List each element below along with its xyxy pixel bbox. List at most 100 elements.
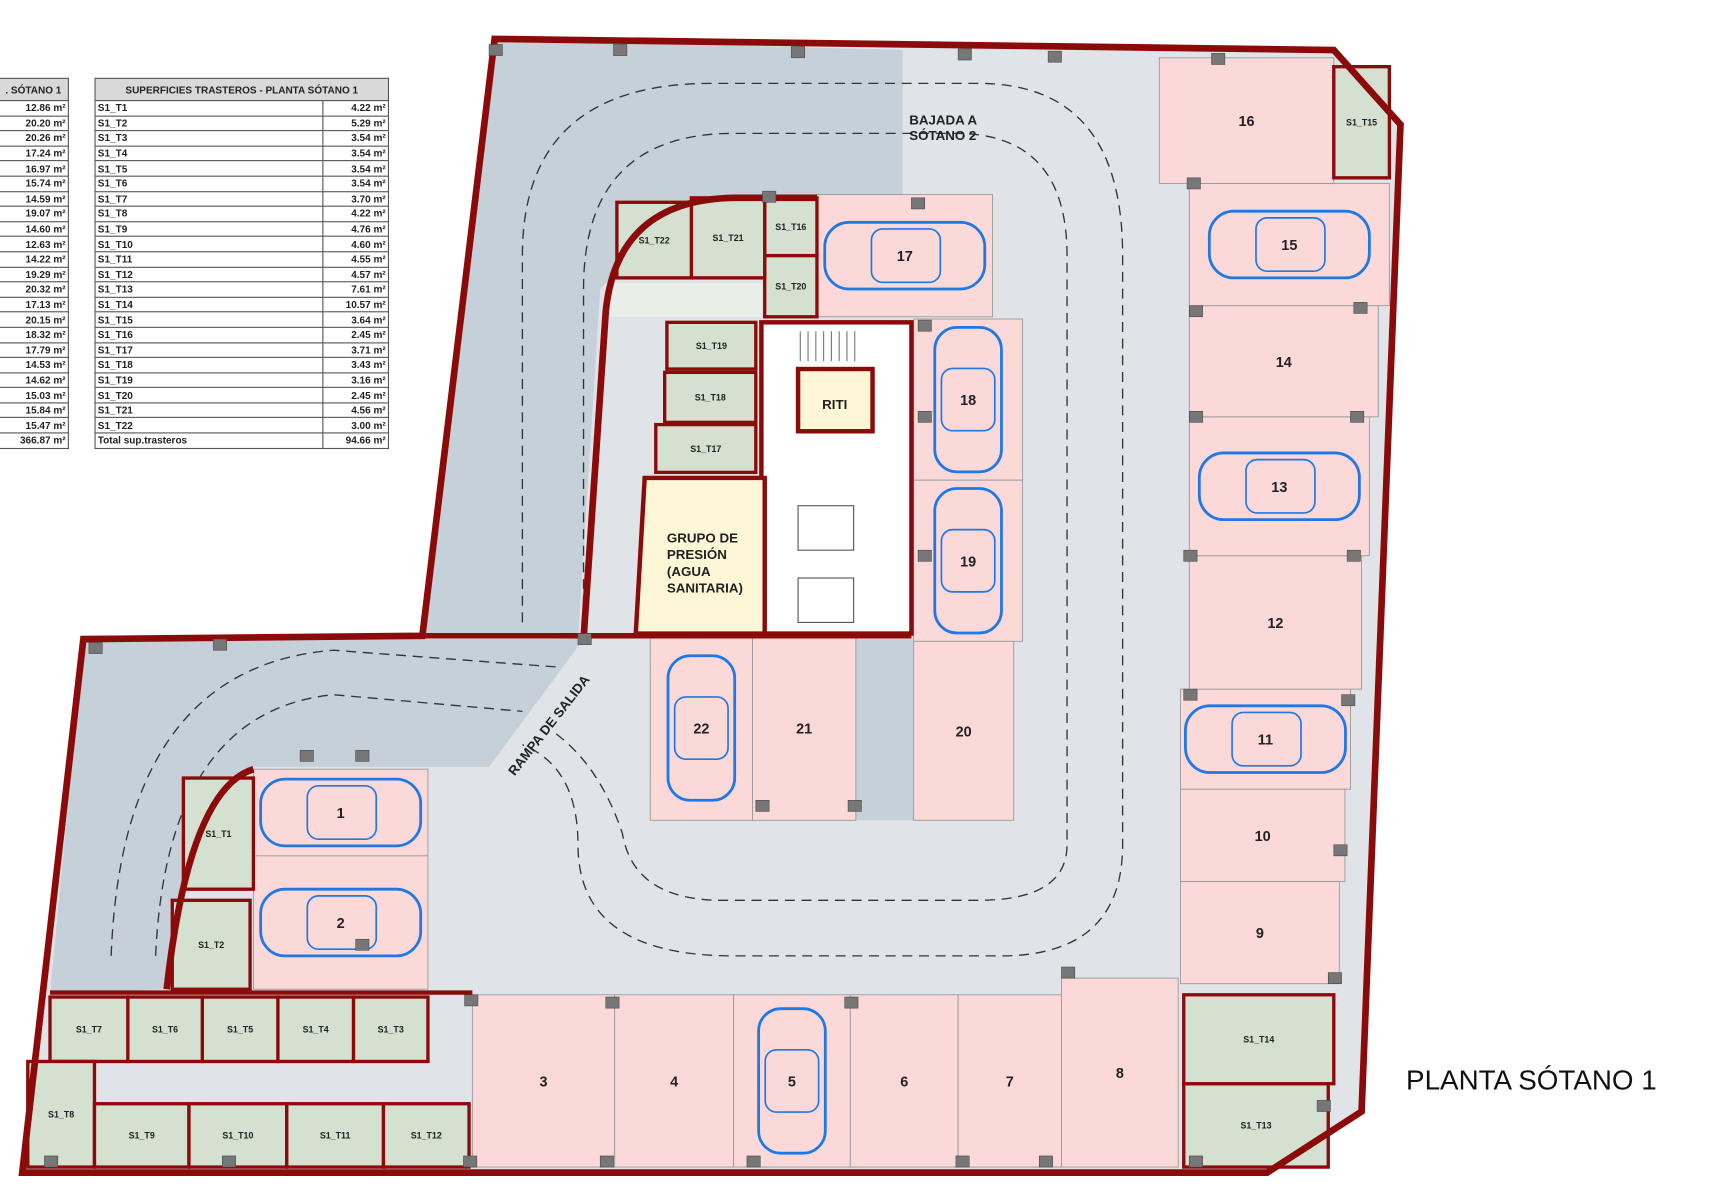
structural-column [762, 190, 777, 203]
ramp-area-lower [50, 639, 584, 995]
parking-space-number: 20 [956, 724, 972, 740]
parking-space [849, 994, 959, 1168]
parking-space-number: 12 [1267, 616, 1283, 632]
parking-space-number: 18 [960, 393, 976, 409]
storage-area-table: SUPERFICIES TRASTEROS - PLANTA SÓTANO 1 … [94, 77, 390, 449]
parking-space [471, 994, 616, 1168]
structural-column [222, 1155, 236, 1168]
parking-space-number: 17 [897, 249, 913, 265]
parking-space-number: 11 [1258, 733, 1273, 749]
car-roof [764, 1048, 820, 1113]
structural-column [1346, 549, 1361, 562]
storage-area-value: 5.29 m² [322, 115, 390, 132]
pressure-group-label: GRUPO DE [667, 530, 738, 545]
storage-room-label: S1_T6 [152, 1025, 178, 1035]
storage-room-label: S1_T3 [378, 1025, 404, 1035]
parking-space [252, 768, 429, 857]
storage-room-label: S1_T17 [690, 444, 721, 454]
parking-space [913, 640, 1015, 821]
storage-room-label: S1_T16 [775, 222, 806, 232]
parking-space [1188, 305, 1379, 418]
parking-space-number: 19 [960, 554, 976, 570]
parking-space [913, 318, 1024, 481]
storage-room-label: S1_T18 [695, 393, 726, 403]
car-roof [940, 528, 996, 593]
car-roof [1255, 217, 1326, 273]
structural-column [88, 642, 103, 654]
car-icon [666, 654, 737, 802]
parking-area-value: 14.59 m² [0, 190, 69, 207]
structural-column [1189, 410, 1203, 423]
storage-area-value: 3.70 m² [322, 190, 390, 207]
structural-column [1327, 972, 1342, 984]
plan-title: PLANTA SÓTANO 1 [1406, 1064, 1657, 1096]
structural-column [1333, 844, 1348, 857]
storage-room [1182, 993, 1336, 1086]
storage-room-label: S1_T7 [76, 1025, 102, 1035]
curved-wall [163, 765, 255, 990]
parking-area-value: 15.84 m² [0, 402, 69, 419]
storage-room-label: S1_T15 [1346, 118, 1377, 128]
parking-table-header: . SÓTANO 1 [0, 77, 69, 102]
parking-space-number: 7 [1006, 1074, 1014, 1090]
drive-path-ramp-inner [154, 694, 523, 956]
storage-room-label: S1_T14 [1243, 1035, 1274, 1045]
storage-room [689, 196, 767, 280]
parking-space [1158, 57, 1335, 184]
structural-column [1038, 1155, 1053, 1168]
table-row: 18.32 m² [0, 326, 69, 343]
car-icon [933, 487, 1003, 635]
structural-column [599, 1155, 614, 1168]
parking-space-number: 9 [1256, 926, 1264, 942]
structural-column [1189, 305, 1203, 318]
table-row: 14.62 m² [0, 372, 69, 389]
storage-room-label: S1_T2 [198, 940, 224, 950]
storage-table-header: SUPERFICIES TRASTEROS - PLANTA SÓTANO 1 [94, 77, 390, 102]
structural-column [755, 800, 770, 812]
riti-room [795, 366, 875, 434]
storage-name: S1_T2 [94, 115, 324, 132]
parking-space-number: 6 [900, 1074, 908, 1090]
storage-area-value: 94.66 m² [322, 432, 390, 449]
structural-column [1186, 177, 1201, 190]
storage-room [92, 1102, 191, 1169]
storage-room-label: S1_T21 [712, 233, 743, 243]
storage-room [654, 422, 758, 475]
parking-space [957, 994, 1062, 1168]
car-roof [306, 895, 378, 951]
structural-column [299, 749, 314, 762]
parking-space-number: 4 [670, 1074, 678, 1090]
storage-room-label: S1_T12 [411, 1131, 442, 1141]
structural-column [917, 549, 932, 562]
column-strip [855, 639, 914, 821]
table-row: 14.59 m² [0, 190, 69, 207]
car-icon [1207, 209, 1371, 280]
structural-column [917, 410, 932, 423]
storage-room-label: S1_T22 [639, 235, 670, 245]
storage-room [663, 370, 758, 425]
car-roof [306, 784, 378, 841]
storage-room [285, 1102, 386, 1169]
structural-column [1183, 688, 1198, 701]
table-row: 15.84 m² [0, 402, 69, 419]
storage-name: S1_T21 [94, 402, 324, 419]
storage-room [126, 995, 204, 1064]
ramp-down-label: SÓTANO 2 [909, 128, 976, 143]
parking-area-value: 19.29 m² [0, 266, 69, 283]
pressure-group-label: PRESIÓN [667, 547, 727, 562]
storage-room-label: S1_T20 [775, 282, 806, 292]
structural-column [464, 994, 479, 1007]
table-row: 17.13 m² [0, 296, 69, 313]
parking-space-number: 8 [1116, 1066, 1124, 1082]
car-roof [1245, 458, 1316, 514]
